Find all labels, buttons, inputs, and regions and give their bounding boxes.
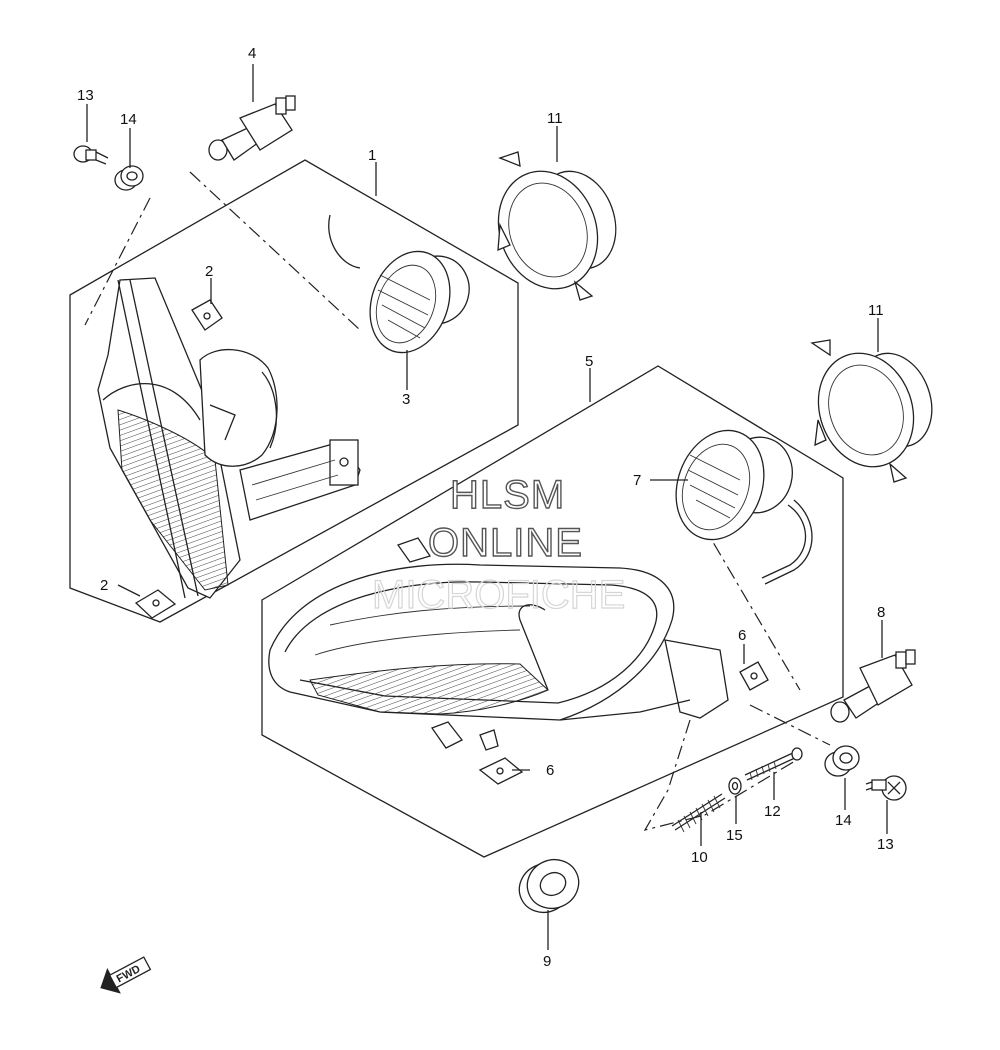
callout-4: 4 (248, 45, 256, 62)
assembly-5-boundary (261, 365, 844, 858)
bolt-13-right (865, 775, 907, 801)
callout-2-upper: 2 (205, 263, 213, 280)
seal-9 (518, 858, 580, 914)
callout-14-right: 14 (835, 812, 852, 829)
callout-15: 15 (726, 827, 743, 844)
callout-10: 10 (691, 849, 708, 866)
watermark-line-1: HLSM (450, 473, 565, 517)
fwd-label: FWD (115, 963, 143, 985)
callout-3: 3 (402, 391, 410, 408)
callout-6-lower: 6 (546, 762, 554, 779)
clip-6-lower (478, 757, 524, 785)
screw-12 (744, 747, 803, 781)
callout-7: 7 (633, 472, 641, 489)
clip-2-lower (134, 589, 177, 619)
callout-6-upper: 6 (738, 627, 746, 644)
leader-lines (86, 64, 888, 950)
grommet-14-left (114, 165, 144, 191)
grommet-14-right (824, 745, 860, 777)
fwd-arrow: FWD (100, 956, 152, 994)
spring-10 (671, 793, 726, 833)
callout-13-left: 13 (77, 87, 94, 104)
callout-11-lower: 11 (868, 302, 884, 319)
watermark: HLSM ONLINE MICROFICHE (371, 472, 626, 617)
clip-2-upper (191, 299, 223, 331)
headlamp-housing-5 (268, 537, 729, 751)
retainer-ring-11-upper (497, 151, 617, 301)
callout-5: 5 (585, 353, 593, 370)
callout-9: 9 (543, 953, 551, 970)
callout-11-upper: 11 (547, 110, 563, 127)
watermark-line-3: MICROFICHE (372, 573, 625, 617)
bulb-4 (208, 95, 296, 161)
callout-14-left: 14 (120, 111, 137, 128)
socket-7 (675, 429, 813, 585)
callout-13-right: 13 (877, 836, 894, 853)
callout-8: 8 (877, 604, 885, 621)
alignment-lines (84, 171, 831, 831)
headlamp-housing-1 (97, 277, 361, 599)
retainer-ring-11-lower (810, 339, 933, 483)
callout-12: 12 (764, 803, 781, 820)
callout-1: 1 (368, 147, 376, 164)
washer-15 (728, 777, 742, 795)
callout-labels: 1 2 2 3 4 5 6 6 7 8 9 10 11 11 12 13 13 … (77, 45, 894, 970)
bolt-13-left (73, 145, 109, 165)
socket-3 (328, 214, 470, 354)
bulb-8 (830, 649, 916, 723)
clip-6-upper (739, 661, 769, 691)
callout-2-lower: 2 (100, 577, 108, 594)
watermark-line-2: ONLINE (428, 521, 583, 565)
assembly-1-boundary (69, 159, 519, 623)
